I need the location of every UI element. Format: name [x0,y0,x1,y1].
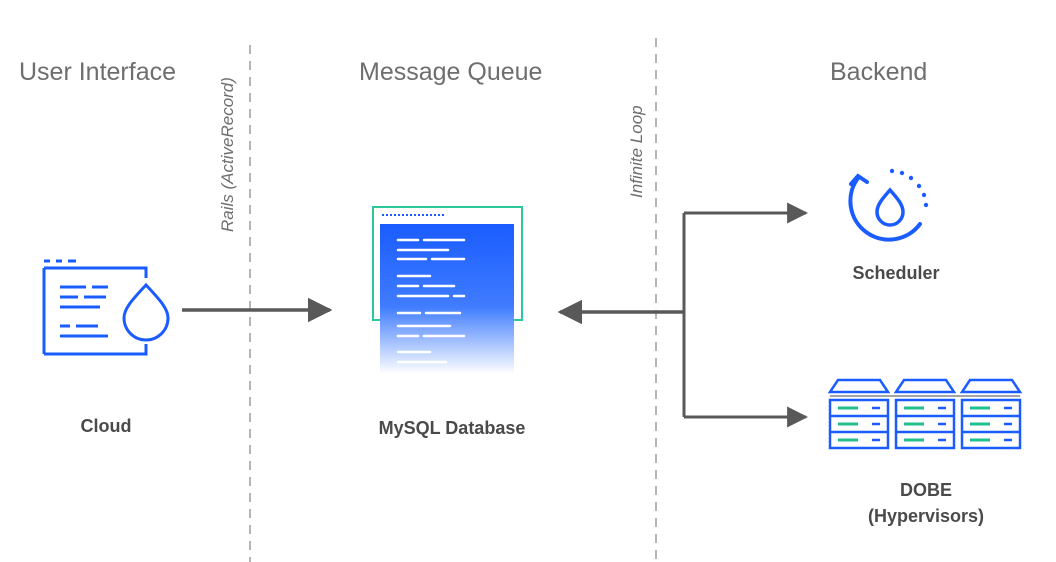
scheduler-icon [848,168,929,242]
column-title-backend: Backend [830,58,928,86]
column-title-message-queue: Message Queue [359,58,543,86]
column-title-user-interface: User Interface [19,58,177,86]
server-racks-icon [827,378,1023,450]
server-rack-1 [827,378,891,450]
server-rack-2 [893,378,957,450]
node-label-mysql: MySQL Database [378,418,526,438]
node-label-scheduler: Scheduler [852,263,940,283]
server-rack-3 [959,378,1023,450]
cloud-icon [42,259,170,356]
node-label-dobe: DOBE [899,480,952,500]
node-label-hypervisors: (Hypervisors) [867,506,985,526]
database-icon [372,206,523,374]
node-label-cloud: Cloud [80,416,132,436]
